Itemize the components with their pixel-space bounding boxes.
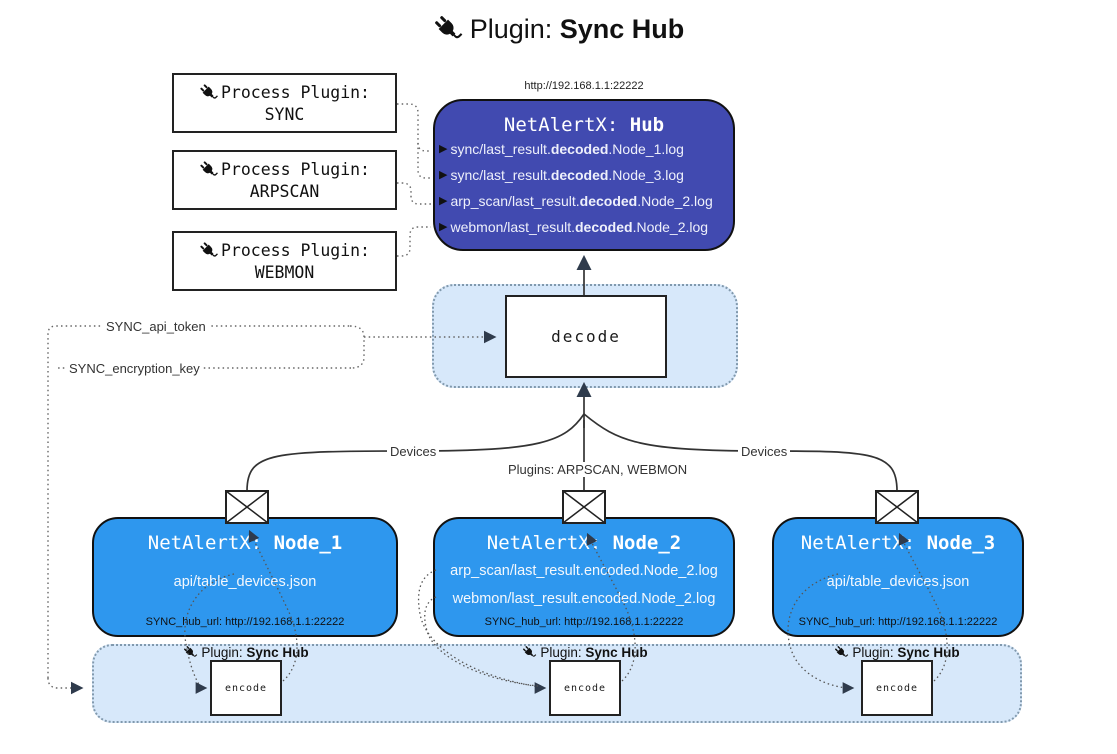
edge-sync-plugin-to-hub bbox=[397, 103, 431, 179]
node-hub-url: SYNC_hub_url: http://192.168.1.1:22222 bbox=[145, 616, 345, 628]
envelope-icon bbox=[875, 490, 919, 524]
hub-log-line: ▶sync/last_result.decoded.Node_3.log bbox=[439, 167, 684, 183]
plug-icon bbox=[199, 83, 219, 103]
node-file: arp_scan/last_result.encoded.Node_2.log bbox=[450, 563, 718, 579]
node-file: api/table_devices.json bbox=[173, 574, 317, 590]
process-plugin-label: Process Plugin: bbox=[220, 241, 370, 260]
sync-plugin-label-2: Plugin: Sync Hub bbox=[500, 645, 670, 660]
page-title: Plugin: Sync Hub bbox=[0, 14, 1117, 45]
edge-config-to-band bbox=[47, 677, 84, 695]
sync-plugin-label-1: Plugin: Sync Hub bbox=[161, 645, 331, 660]
plug-icon bbox=[433, 14, 464, 45]
node-hub-url: SYNC_hub_url: http://192.168.1.1:22222 bbox=[798, 616, 998, 628]
node-title: NetAlertX: Node_2 bbox=[486, 532, 682, 554]
sync-plugin-label-3: Plugin: Sync Hub bbox=[812, 645, 982, 660]
decode-box: decode bbox=[505, 295, 667, 378]
node-title: NetAlertX: Node_3 bbox=[800, 532, 996, 554]
node-file: api/table_devices.json bbox=[826, 574, 970, 590]
encode-box-1: encode bbox=[210, 660, 282, 716]
hub-log-line: ▶arp_scan/last_result.decoded.Node_2.log bbox=[439, 193, 713, 209]
plug-icon bbox=[199, 160, 219, 180]
plug-icon bbox=[199, 241, 219, 261]
hub-node: NetAlertX: Hub ▶sync/last_result.decoded… bbox=[433, 99, 735, 251]
edge-label-devices-left: Devices bbox=[387, 444, 440, 459]
hub-title: NetAlertX: Hub bbox=[503, 114, 665, 136]
process-plugin-name: WEBMON bbox=[254, 262, 315, 282]
encode-box-2: encode bbox=[549, 660, 621, 716]
arrowhead-icon: ▶ bbox=[439, 194, 448, 207]
edge-webmon-to-hub bbox=[397, 226, 431, 257]
edge-config-bracket bbox=[349, 325, 365, 369]
edge-sync-plugin-branch bbox=[417, 142, 431, 152]
plug-icon bbox=[183, 645, 198, 660]
arrowhead-icon: ▶ bbox=[439, 168, 448, 181]
title-text: Plugin: Sync Hub bbox=[469, 14, 685, 44]
arrowhead-icon: ▶ bbox=[439, 142, 448, 155]
arrowhead-icon: ▶ bbox=[439, 220, 448, 233]
edge-arpscan-to-hub bbox=[397, 182, 431, 205]
config-api-token-label: SYNC_api_token bbox=[103, 319, 209, 334]
plug-icon bbox=[834, 645, 849, 660]
edge-label-plugins: Plugins: ARPSCAN, WEBMON bbox=[505, 462, 691, 477]
node-hub-url: SYNC_hub_url: http://192.168.1.1:22222 bbox=[484, 616, 684, 628]
config-encryption-key-label: SYNC_encryption_key bbox=[66, 361, 203, 376]
encode-box-3: encode bbox=[861, 660, 933, 716]
node-1: NetAlertX: Node_1 api/table_devices.json… bbox=[92, 517, 398, 637]
node-title: NetAlertX: Node_1 bbox=[147, 532, 343, 554]
node-2: NetAlertX: Node_2 arp_scan/last_result.e… bbox=[433, 517, 735, 637]
process-plugin-label: Process Plugin: bbox=[220, 83, 370, 102]
envelope-icon bbox=[225, 490, 269, 524]
process-plugin-webmon: Process Plugin: WEBMON bbox=[172, 231, 397, 291]
plug-icon bbox=[522, 645, 537, 660]
process-plugin-label: Process Plugin: bbox=[220, 160, 370, 179]
process-plugin-sync: Process Plugin: SYNC bbox=[172, 73, 397, 133]
edge-label-devices-right: Devices bbox=[738, 444, 791, 459]
process-plugin-name: SYNC bbox=[264, 104, 305, 124]
hub-url-label: http://192.168.1.1:22222 bbox=[524, 80, 644, 92]
process-plugin-name: ARPSCAN bbox=[249, 181, 320, 201]
node-file: webmon/last_result.encoded.Node_2.log bbox=[452, 591, 716, 607]
hub-log-line: ▶sync/last_result.decoded.Node_1.log bbox=[439, 141, 684, 157]
process-plugin-arpscan: Process Plugin: ARPSCAN bbox=[172, 150, 397, 210]
hub-log-line: ▶webmon/last_result.decoded.Node_2.log bbox=[439, 219, 709, 235]
node-3: NetAlertX: Node_3 api/table_devices.json… bbox=[772, 517, 1024, 637]
envelope-icon bbox=[562, 490, 606, 524]
